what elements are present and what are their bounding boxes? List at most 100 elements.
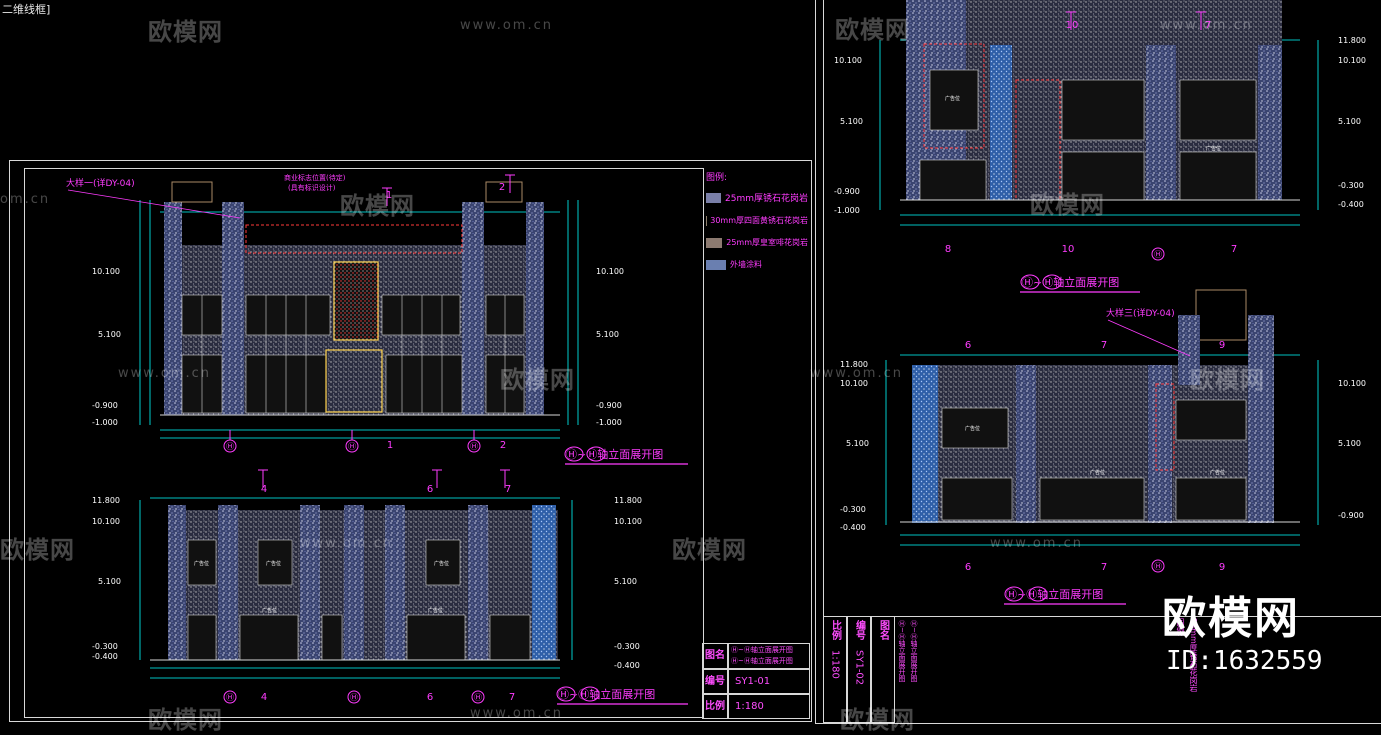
watermark-url-short: om.cn	[0, 192, 50, 207]
tb1-scale-value: 1:180	[728, 694, 810, 719]
legend-label: 外墙涂料	[730, 259, 762, 270]
svg-text:-0.300: -0.300	[92, 642, 118, 651]
legend-swatch	[706, 260, 726, 270]
drawing-3[interactable]: 广告位 广告位 10.100 5.100 -0.900 -1.000 11.80…	[834, 0, 1366, 292]
drawing-1-sign-note-1: 商业标志位置(待定)	[284, 173, 346, 182]
svg-text:10.100: 10.100	[1338, 379, 1366, 388]
svg-text:5.100: 5.100	[1338, 117, 1361, 126]
legend-swatch	[706, 238, 722, 248]
tb1-scale-label: 比例	[702, 694, 728, 719]
watermark-url: www.om.cn	[470, 706, 563, 721]
svg-text:-0.300: -0.300	[1338, 181, 1364, 190]
drawing-2[interactable]: 广告位广告位广告位 广告位广告位 11.800 10.100 5.100 -0.…	[92, 470, 688, 704]
watermark-brand: 欧模网	[148, 700, 223, 735]
tb2-scale-value: 1:180	[830, 650, 841, 679]
svg-text:-1.000: -1.000	[596, 418, 622, 427]
svg-text:10.100: 10.100	[614, 517, 642, 526]
legend-item: 25mm厚锈石花岗岩	[706, 191, 808, 204]
svg-text:5.100: 5.100	[1338, 439, 1361, 448]
svg-text:4: 4	[261, 484, 267, 495]
watermark-brand: 欧模网	[840, 700, 915, 735]
svg-text:5.100: 5.100	[98, 330, 121, 339]
svg-text:9: 9	[1219, 340, 1225, 351]
svg-text:-1.000: -1.000	[92, 418, 118, 427]
watermark-brand: 欧模网	[0, 530, 75, 565]
drawing-1-sign-note-2: (具有标识设计)	[288, 183, 336, 192]
svg-text:广告位: 广告位	[434, 560, 449, 567]
watermark-url: www.om.cn	[1160, 18, 1253, 33]
svg-text:5.100: 5.100	[98, 577, 121, 586]
svg-text:8: 8	[945, 244, 951, 255]
legend-title: 图例:	[706, 170, 808, 183]
watermark-url: www.om.cn	[118, 366, 211, 381]
brand-overlay-name: 欧模网	[1162, 582, 1300, 646]
svg-text:11.800: 11.800	[92, 496, 120, 505]
svg-text:5.100: 5.100	[614, 577, 637, 586]
svg-text:-1.000: -1.000	[834, 206, 860, 215]
tb2-scale-label: 比例	[828, 620, 843, 640]
svg-text:-0.900: -0.900	[1338, 511, 1364, 520]
svg-text:Ⓗ: Ⓗ	[470, 442, 478, 451]
svg-text:1: 1	[387, 440, 393, 451]
drawing-1-large-sample: 大样一(详DY-04)	[66, 177, 135, 189]
svg-text:5.100: 5.100	[596, 330, 619, 339]
svg-text:广告位: 广告位	[1090, 469, 1105, 476]
svg-text:2: 2	[499, 182, 505, 193]
tb1-name-value: Ⓗ~Ⓗ轴立面展开图 Ⓗ~Ⓗ轴立面展开图	[728, 643, 810, 669]
svg-text:10.100: 10.100	[596, 267, 624, 276]
legend-label: 25mm厚锈石花岗岩	[725, 191, 808, 204]
svg-text:6: 6	[427, 692, 433, 703]
svg-text:7: 7	[1231, 244, 1237, 255]
legend-item: 30mm厚四面黄锈石花岗岩	[706, 215, 808, 226]
svg-text:7: 7	[509, 692, 515, 703]
watermark-brand: 欧模网	[340, 186, 415, 221]
svg-text:广告位: 广告位	[428, 607, 443, 614]
watermark-brand: 欧模网	[1030, 185, 1105, 220]
svg-text:7: 7	[1101, 340, 1107, 351]
svg-text:-0.300: -0.300	[840, 505, 866, 514]
svg-text:Ⓗ: Ⓗ	[474, 693, 482, 702]
legend-label: 30mm厚四面黄锈石花岗岩	[710, 215, 808, 226]
svg-text:Ⓗ: Ⓗ	[226, 442, 234, 451]
tb1-name-value-2: Ⓗ~Ⓗ轴立面展开图	[731, 656, 807, 667]
svg-text:广告位: 广告位	[965, 425, 980, 432]
level-text: 10.100	[92, 267, 120, 276]
drawing-4[interactable]: 广告位广告位广告位 11.800 10.100 5.100 -0.300 -0.…	[840, 290, 1366, 604]
watermark-brand: 欧模网	[500, 360, 575, 395]
svg-text:Ⓗ: Ⓗ	[350, 693, 358, 702]
svg-text:7: 7	[1101, 562, 1107, 573]
tb2-number-label: 编号	[852, 620, 867, 640]
title-block-1: 图名 Ⓗ~Ⓗ轴立面展开图 Ⓗ~Ⓗ轴立面展开图 编号 SY1-01 比例 1:18…	[702, 643, 810, 719]
tb1-number-value: SY1-01	[728, 669, 810, 694]
tb2-name-label: 图名	[876, 620, 891, 640]
svg-text:广告位: 广告位	[194, 560, 209, 567]
watermark-url: www.om.cn	[300, 536, 393, 551]
svg-text:Ⓗ: Ⓗ	[226, 693, 234, 702]
drawing-4-large-sample: 大样三(详DY-04)	[1106, 307, 1175, 319]
tb1-name-value-1: Ⓗ~Ⓗ轴立面展开图	[731, 645, 807, 656]
svg-text:10: 10	[1066, 20, 1079, 31]
tb1-name-label: 图名	[702, 643, 728, 669]
svg-text:-0.400: -0.400	[1338, 200, 1364, 209]
svg-text:10.100: 10.100	[1338, 56, 1366, 65]
drawing-4-title: Ⓗ~Ⓗ轴立面展开图	[1006, 587, 1103, 601]
svg-text:10.100: 10.100	[834, 56, 862, 65]
svg-text:广告位: 广告位	[262, 607, 277, 614]
svg-text:-0.900: -0.900	[834, 187, 860, 196]
svg-text:6: 6	[965, 562, 971, 573]
watermark-brand: 欧模网	[835, 10, 910, 45]
svg-text:广告位: 广告位	[1206, 145, 1221, 152]
svg-text:-0.400: -0.400	[840, 523, 866, 532]
drawing-2-title: Ⓗ~Ⓗ轴立面展开图	[558, 687, 655, 701]
watermark-url: www.om.cn	[460, 18, 553, 33]
brand-overlay-id: ID:1632559	[1166, 646, 1323, 676]
watermark-url: www.om.cn	[990, 536, 1083, 551]
svg-text:6: 6	[427, 484, 433, 495]
watermark-brand: 欧模网	[672, 530, 747, 565]
svg-text:5.100: 5.100	[840, 117, 863, 126]
svg-text:2: 2	[500, 440, 506, 451]
watermark-brand: 欧模网	[148, 12, 223, 47]
legend-label: 25mm厚皇室啡花岗岩	[726, 237, 808, 248]
svg-text:广告位: 广告位	[266, 560, 281, 567]
svg-text:4: 4	[261, 692, 267, 703]
